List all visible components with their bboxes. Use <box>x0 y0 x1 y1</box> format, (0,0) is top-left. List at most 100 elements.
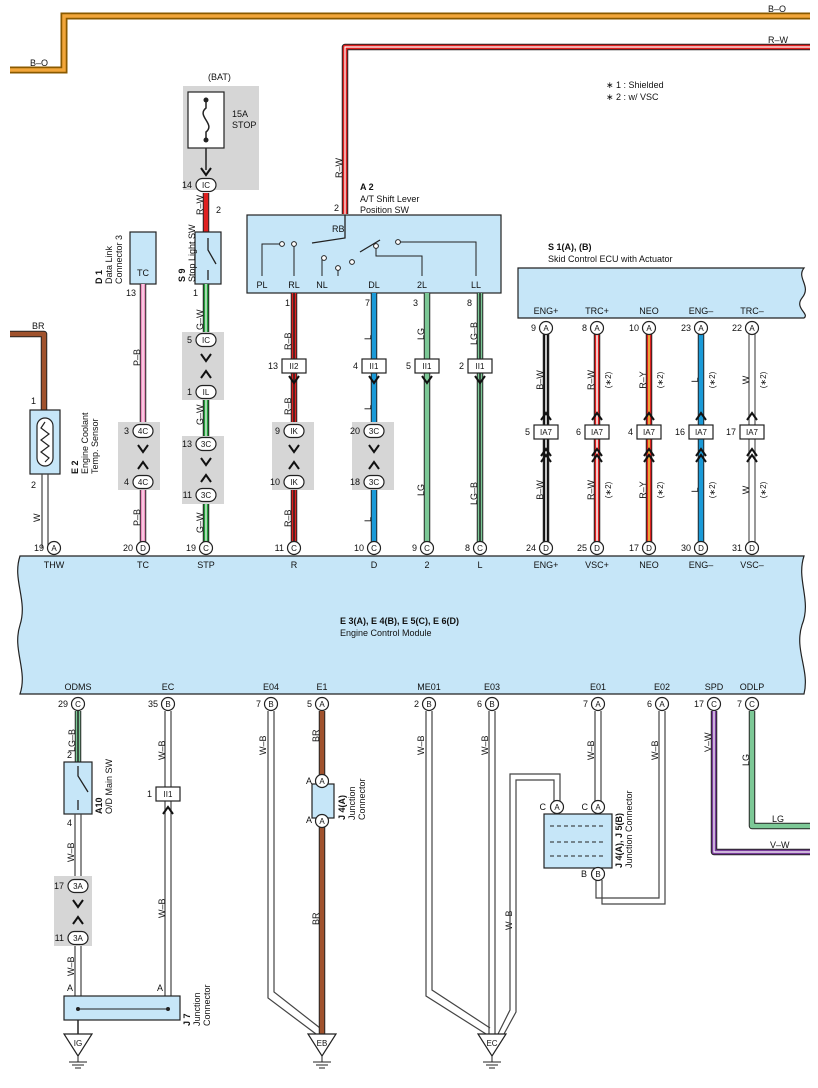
wire-br-e1-label-2: BR <box>311 912 321 925</box>
a2-pin1: 1 <box>285 298 290 308</box>
ecm-bottom-pin-2-letter: B <box>268 700 273 709</box>
junction-connector-j4a <box>311 783 335 819</box>
ecm-bottom-pin-4-num: 2 <box>414 699 419 709</box>
ecm-top-pin-3 <box>286 540 302 556</box>
j4a-pin-bottom-letter: A <box>319 817 325 826</box>
ecm-top-pin-0 <box>46 540 62 556</box>
s1-chevron-bottom2-4 <box>746 453 758 463</box>
wire-wb-e02-label: W–B <box>650 740 660 760</box>
s1-chevron-top-2 <box>643 411 655 421</box>
ecm-bottom-pin-6-letter: A <box>595 700 601 709</box>
ecm-top-pin-5 <box>419 540 435 556</box>
ecm-top-pin-1 <box>135 540 151 556</box>
ecm-bottom-pin-1 <box>160 696 176 712</box>
s1-pin-23-letter: A <box>698 324 704 333</box>
ecm-top-terminal-1: TC <box>137 560 149 570</box>
ecm-top-pin-6-letter: C <box>477 544 483 553</box>
wire-rw-vsc-label-1: R–W <box>586 369 596 390</box>
conn-3a17-label: 3A <box>73 882 83 891</box>
ik-chevron-2 <box>288 460 300 470</box>
a2-terminal-2l: 2L <box>417 280 427 290</box>
wire-rb-label-2: R–B <box>283 397 293 415</box>
ground-ig <box>62 1033 94 1058</box>
a10-switch-contact <box>77 766 89 810</box>
ecm-pin-d24-num: 24 <box>526 543 536 553</box>
conn-3c20-label: 3C <box>369 427 379 436</box>
j5-pin-a-label: C <box>582 802 589 812</box>
s1-chevron-top-0 <box>540 411 552 421</box>
ecm-top-pin-2-num: 19 <box>186 543 196 553</box>
ecm-top-pin-1-num: 20 <box>123 543 133 553</box>
wire-rw-vsc-shield-1: (∗2) <box>604 371 613 388</box>
conn-ic14-label: IC <box>202 181 210 190</box>
3c-d-chevron-1 <box>368 444 380 454</box>
wire-gw-label-3: G–W <box>195 512 205 533</box>
ecm-bottom-pin-5 <box>484 696 500 712</box>
ecm-bottom-pin-4-letter: B <box>426 700 431 709</box>
conn-ii1-ec-num: 1 <box>147 789 152 799</box>
ecm-bottom-pin-1-num: 35 <box>148 699 158 709</box>
wire-lgb-odms-label: LG–B <box>67 729 77 752</box>
wire-bo <box>10 14 810 72</box>
s1-pin-10-num: 10 <box>629 323 639 333</box>
conn-ia7-4 <box>739 424 765 440</box>
j4a-pin-bottom-left: A <box>306 815 312 825</box>
wire-wb-e01 <box>594 711 602 806</box>
conn-3c20-num: 20 <box>350 426 360 436</box>
fuse-dot-bottom <box>203 137 209 143</box>
ecm-bottom-terminal-0: ODMS <box>65 682 92 692</box>
wire-wb-odms-label-2: W–B <box>66 956 76 976</box>
ecm-top-pin-4-num: 10 <box>354 543 364 553</box>
s1-pin-8-num: 8 <box>582 323 587 333</box>
a2-terminal-nl: NL <box>316 280 328 290</box>
conn-ic5 <box>195 332 217 348</box>
j4a-name-1: Junction <box>347 786 357 820</box>
s1-chevron-bottom-3 <box>695 447 707 457</box>
wire-wb-j5-c <box>497 773 561 1035</box>
j4a-pin-top-left: A <box>306 776 312 786</box>
s9-name: Stop Light SW <box>187 224 197 282</box>
conn-3c18 <box>363 474 385 490</box>
wire-pb-label-1: P–B <box>132 349 142 366</box>
ground-eb <box>306 1033 338 1058</box>
ecm-bottom-pin-8-letter: C <box>711 700 717 709</box>
wire-wb-ec <box>164 711 172 998</box>
j4a-pin-top-letter: A <box>319 777 325 786</box>
conn-il1-label: IL <box>203 388 210 397</box>
3c-d-chevron-2 <box>368 460 380 470</box>
ecm-bottom-terminal-7: E02 <box>654 682 670 692</box>
conn-ii1-ec-label: II1 <box>164 790 173 799</box>
wire-w-vsc-shield-2: (∗2) <box>759 481 768 498</box>
ecm-bottom-pin-2 <box>263 696 279 712</box>
fuse-rating: 15A <box>232 109 248 119</box>
j5-pin-a-a <box>590 799 606 815</box>
wire-wb-e03 <box>488 711 496 1034</box>
ground-ec-label: EC <box>486 1039 497 1048</box>
3a-chevron-1 <box>72 899 84 909</box>
ecm-top-pin-3-num: 11 <box>275 543 284 553</box>
wire-lg-odlp-label: LG <box>741 754 751 766</box>
a2-name-1: A/T Shift Lever <box>360 194 419 204</box>
j5-pin-c-a <box>549 799 565 815</box>
4c-chevron-1 <box>137 444 149 454</box>
j5-pin-b-letter: B <box>595 870 600 879</box>
ground-ig-symbol <box>69 1056 87 1069</box>
ecm-pin-d31 <box>744 540 760 556</box>
j7-pin-a-left: A <box>67 983 73 993</box>
conn-3a11-label: 3A <box>73 934 83 943</box>
conn-ii2-num: 13 <box>268 361 278 371</box>
a2-name-2: Position SW <box>360 205 410 215</box>
j4a-pin-bottom <box>314 813 330 829</box>
ecm-top-pin-3-letter: C <box>291 544 297 553</box>
wire-rw-a2-label: R–W <box>334 157 344 178</box>
a2-terminal-pl: PL <box>256 280 267 290</box>
conn-3a11-num: 11 <box>55 933 64 943</box>
a2-contact-2 <box>321 255 327 261</box>
s1-chevron-bottom2-3 <box>695 453 707 463</box>
a10-id: A10 <box>94 797 104 814</box>
ecm-pin-d24-letter: D <box>543 544 549 553</box>
ecm-top-pin-1-letter: D <box>140 544 146 553</box>
a2-pin7: 7 <box>365 298 370 308</box>
s1-pin-9-letter: A <box>543 324 549 333</box>
ground-ig-label: IG <box>74 1039 82 1048</box>
